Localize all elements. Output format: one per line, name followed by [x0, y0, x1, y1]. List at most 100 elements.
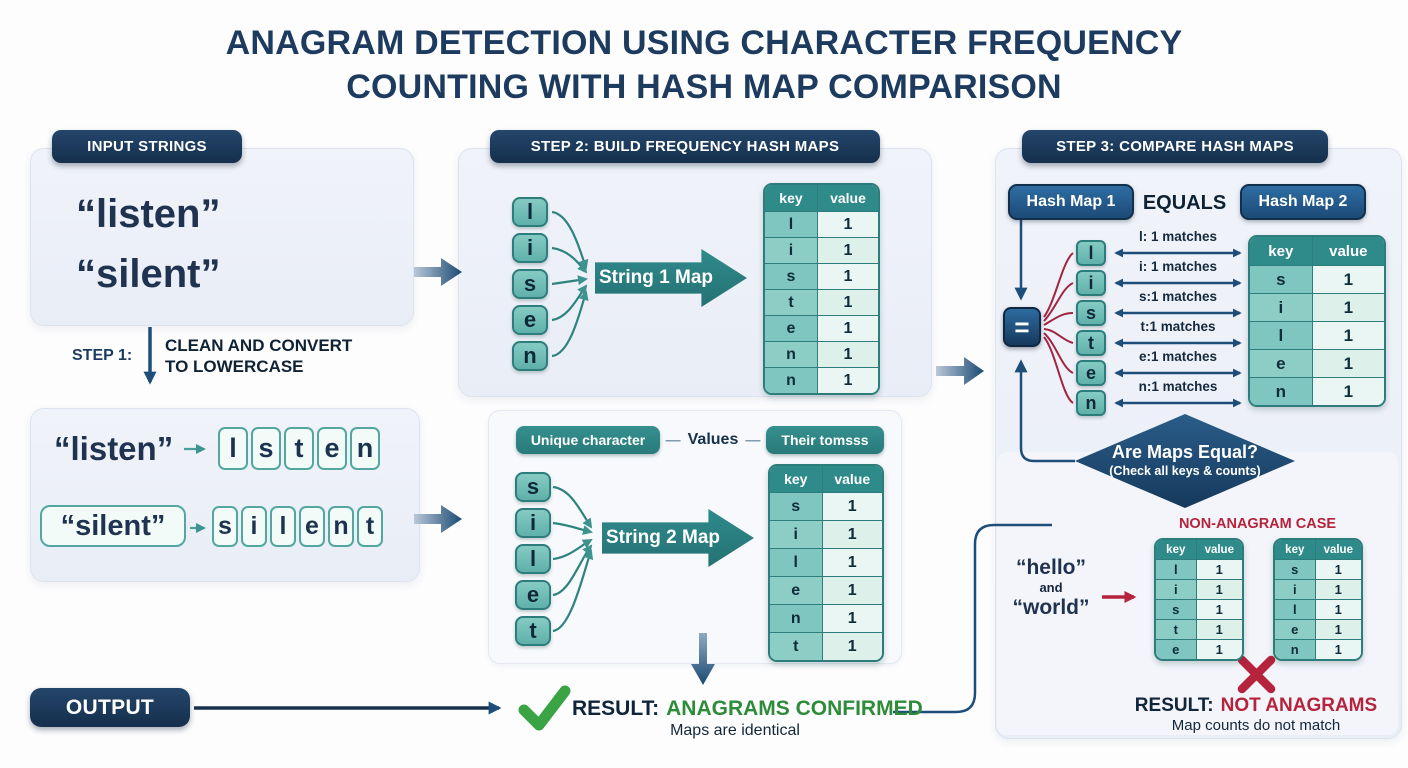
legend-right-pill: Their tomsss [766, 426, 884, 454]
legend-dash-right: — [745, 431, 761, 449]
table-header-cell: value [1311, 237, 1384, 265]
table-cell: l [765, 212, 817, 237]
check-icon [518, 685, 571, 731]
letter-tile: s [515, 472, 551, 502]
letter-tile: t [357, 506, 383, 547]
result-sub: Maps are identical [670, 722, 800, 739]
letter-tile: e [299, 506, 325, 547]
table-cell: s [1156, 600, 1196, 619]
letter-tile: s [251, 427, 281, 470]
letter-tile: t [1076, 330, 1106, 356]
table-cell: e [1156, 640, 1196, 659]
letter-tile: n [328, 506, 354, 547]
non-anagram-result-line: RESULT: NOT ANAGRAMS [1100, 695, 1408, 717]
letter-tile: l [1076, 240, 1106, 266]
table-cell: 1 [1314, 600, 1361, 619]
letter-tile: i [512, 233, 548, 263]
legend-values: — Values — [660, 426, 766, 454]
non-anagram-result-main: NOT ANAGRAMS [1220, 695, 1378, 716]
match-label: l: 1 matches [1138, 229, 1218, 244]
step1-text-line1: CLEAN AND CONVERT [165, 336, 353, 355]
step3-header: STEP 3: COMPARE HASH MAPS [1022, 130, 1328, 163]
lowercase-row2-word: “silent” [40, 505, 186, 547]
table-cell: e [765, 316, 817, 341]
equals-label: EQUALS [1142, 192, 1227, 214]
table-cell: s [1275, 560, 1315, 579]
hashmap2-badge: Hash Map 2 [1240, 184, 1366, 220]
table-cell: 1 [816, 238, 878, 263]
anagram-result-line: RESULT: ANAGRAMS CONFIRMED [572, 697, 923, 721]
table-cell: i [1275, 580, 1315, 599]
letter-tile: n [350, 427, 380, 470]
table-cell: s [765, 264, 817, 289]
letter-tile: s [512, 269, 548, 299]
letter-tile: n [512, 341, 548, 371]
match-label: i: 1 matches [1138, 259, 1218, 274]
table-header-cell: key [1275, 540, 1315, 559]
table-cell: l [770, 549, 822, 576]
arrow-input-to-step2-icon [414, 258, 462, 286]
table-cell: 1 [1195, 580, 1242, 599]
match-label: s:1 matches [1138, 289, 1218, 304]
letter-tile: i [241, 506, 267, 547]
table-cell: 1 [1195, 620, 1242, 639]
table-cell: 1 [1195, 640, 1242, 659]
table-cell: n [1275, 640, 1315, 659]
legend-values-label: Values [687, 431, 739, 448]
legend-left-pill: Unique character [516, 426, 660, 454]
letter-tile: e [515, 580, 551, 610]
table-cell: n [765, 342, 817, 367]
table-header-cell: key [1156, 540, 1196, 559]
letter-tile: n [1076, 390, 1106, 416]
table-cell: s [770, 493, 822, 520]
non-anagram-word1: “hello” [1015, 556, 1086, 579]
table-cell: 1 [816, 264, 878, 289]
table-cell: 1 [1311, 294, 1384, 321]
table-cell: 1 [816, 368, 878, 393]
lowercase-row1-word: “listen” [54, 430, 174, 467]
table-cell: 1 [821, 633, 882, 660]
non-anagram-conj: and [1039, 580, 1063, 595]
legend-dash-left: — [665, 431, 681, 449]
step1-text-line2: TO LOWERCASE [165, 357, 304, 376]
table-cell: 1 [821, 605, 882, 632]
table-cell: t [770, 633, 822, 660]
table-header-cell: value [1195, 540, 1242, 559]
letter-tile: s [1076, 300, 1106, 326]
table-cell: t [1156, 620, 1196, 639]
table-cell: i [765, 238, 817, 263]
arrow-step2-to-step3-icon [936, 357, 984, 385]
result-main: ANAGRAMS CONFIRMED [666, 697, 923, 720]
table-cell: 1 [816, 212, 878, 237]
table-cell: 1 [821, 521, 882, 548]
table-cell: n [1250, 378, 1312, 405]
